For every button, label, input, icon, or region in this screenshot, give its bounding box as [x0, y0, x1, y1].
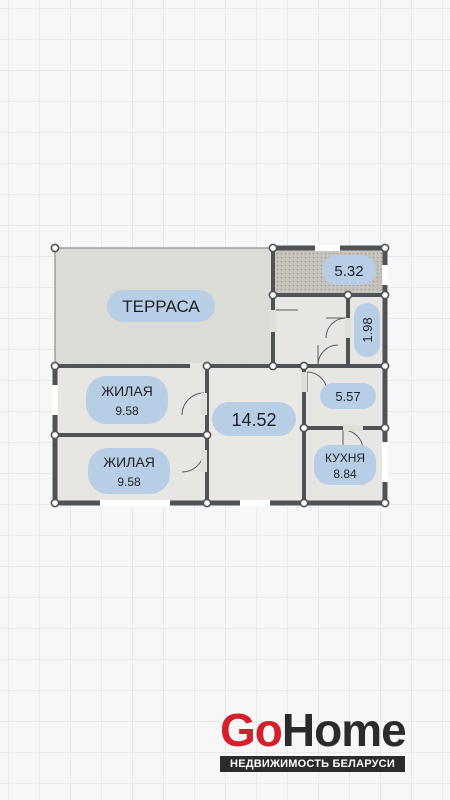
logo-wordmark: GoHome	[220, 704, 407, 756]
door-leaf	[343, 425, 363, 431]
vertex-handle[interactable]	[299, 361, 309, 371]
vertex-handle[interactable]	[299, 498, 309, 508]
vertex-handles	[50, 243, 390, 508]
room-label-terrace: ТЕРРАСА	[107, 290, 215, 322]
windows	[52, 245, 388, 506]
window	[382, 265, 388, 285]
room-label-storage: 5.32	[322, 255, 376, 285]
door-leaf	[270, 310, 276, 332]
logo-tagline: НЕДВИЖИМОСТЬ БЕЛАРУСИ	[220, 756, 405, 772]
vertex-handle[interactable]	[202, 361, 212, 371]
room-area-hall: 14.52	[231, 410, 276, 430]
vertex-handle[interactable]	[380, 361, 390, 371]
vertex-handle[interactable]	[343, 290, 353, 300]
room-area-living-1: 9.58	[115, 404, 139, 418]
vertex-handle[interactable]	[299, 423, 309, 433]
window	[240, 500, 270, 506]
vertex-handle[interactable]	[268, 290, 278, 300]
vertex-handle[interactable]	[50, 361, 60, 371]
window	[382, 442, 388, 482]
door-swing	[317, 344, 339, 366]
room-area-closet: 1.98	[360, 317, 375, 342]
vertex-handle[interactable]	[380, 243, 390, 253]
vertex-handle[interactable]	[50, 243, 60, 253]
room-label-living-2: ЖИЛАЯ 9.58	[88, 448, 170, 494]
door-leaves	[201, 310, 363, 472]
room-label-bathroom: 5.57	[320, 383, 376, 409]
room-name-kitchen: КУХНЯ	[325, 451, 365, 465]
room-name-living-1: ЖИЛАЯ	[101, 383, 153, 399]
terrace-boundary	[54, 247, 273, 366]
vertex-handle[interactable]	[202, 430, 212, 440]
door-leaf	[345, 318, 351, 338]
room-label-closet: 1.98	[354, 303, 380, 357]
room-area-storage: 5.32	[334, 263, 363, 280]
window	[315, 245, 340, 251]
vertex-handle[interactable]	[380, 290, 390, 300]
window	[100, 500, 170, 506]
room-label-kitchen: КУХНЯ 8.84	[314, 445, 376, 485]
vertex-handle[interactable]	[268, 243, 278, 253]
vertex-handle[interactable]	[202, 498, 212, 508]
vertex-handle[interactable]	[268, 361, 278, 371]
window	[52, 385, 58, 415]
room-area-living-2: 9.58	[117, 475, 141, 489]
logo-home: Home	[281, 704, 407, 756]
room-name-terrace: ТЕРРАСА	[122, 297, 200, 316]
vertex-handle[interactable]	[380, 423, 390, 433]
vertex-handle[interactable]	[50, 430, 60, 440]
logo-go: Go	[220, 704, 283, 756]
room-name-living-2: ЖИЛАЯ	[103, 454, 155, 470]
door-leaf	[301, 372, 307, 392]
room-label-hall: 14.52	[212, 402, 296, 436]
room-area-bathroom: 5.57	[335, 389, 360, 404]
vertex-handle[interactable]	[50, 498, 60, 508]
gohome-logo: GoHome НЕДВИЖИМОСТЬ БЕЛАРУСИ	[220, 704, 407, 772]
door-leaf	[201, 450, 207, 472]
room-label-living-1: ЖИЛАЯ 9.58	[86, 376, 168, 424]
door-swing	[325, 317, 347, 339]
door-leaf	[201, 393, 207, 415]
vertex-handle[interactable]	[380, 498, 390, 508]
room-area-kitchen: 8.84	[333, 467, 357, 481]
